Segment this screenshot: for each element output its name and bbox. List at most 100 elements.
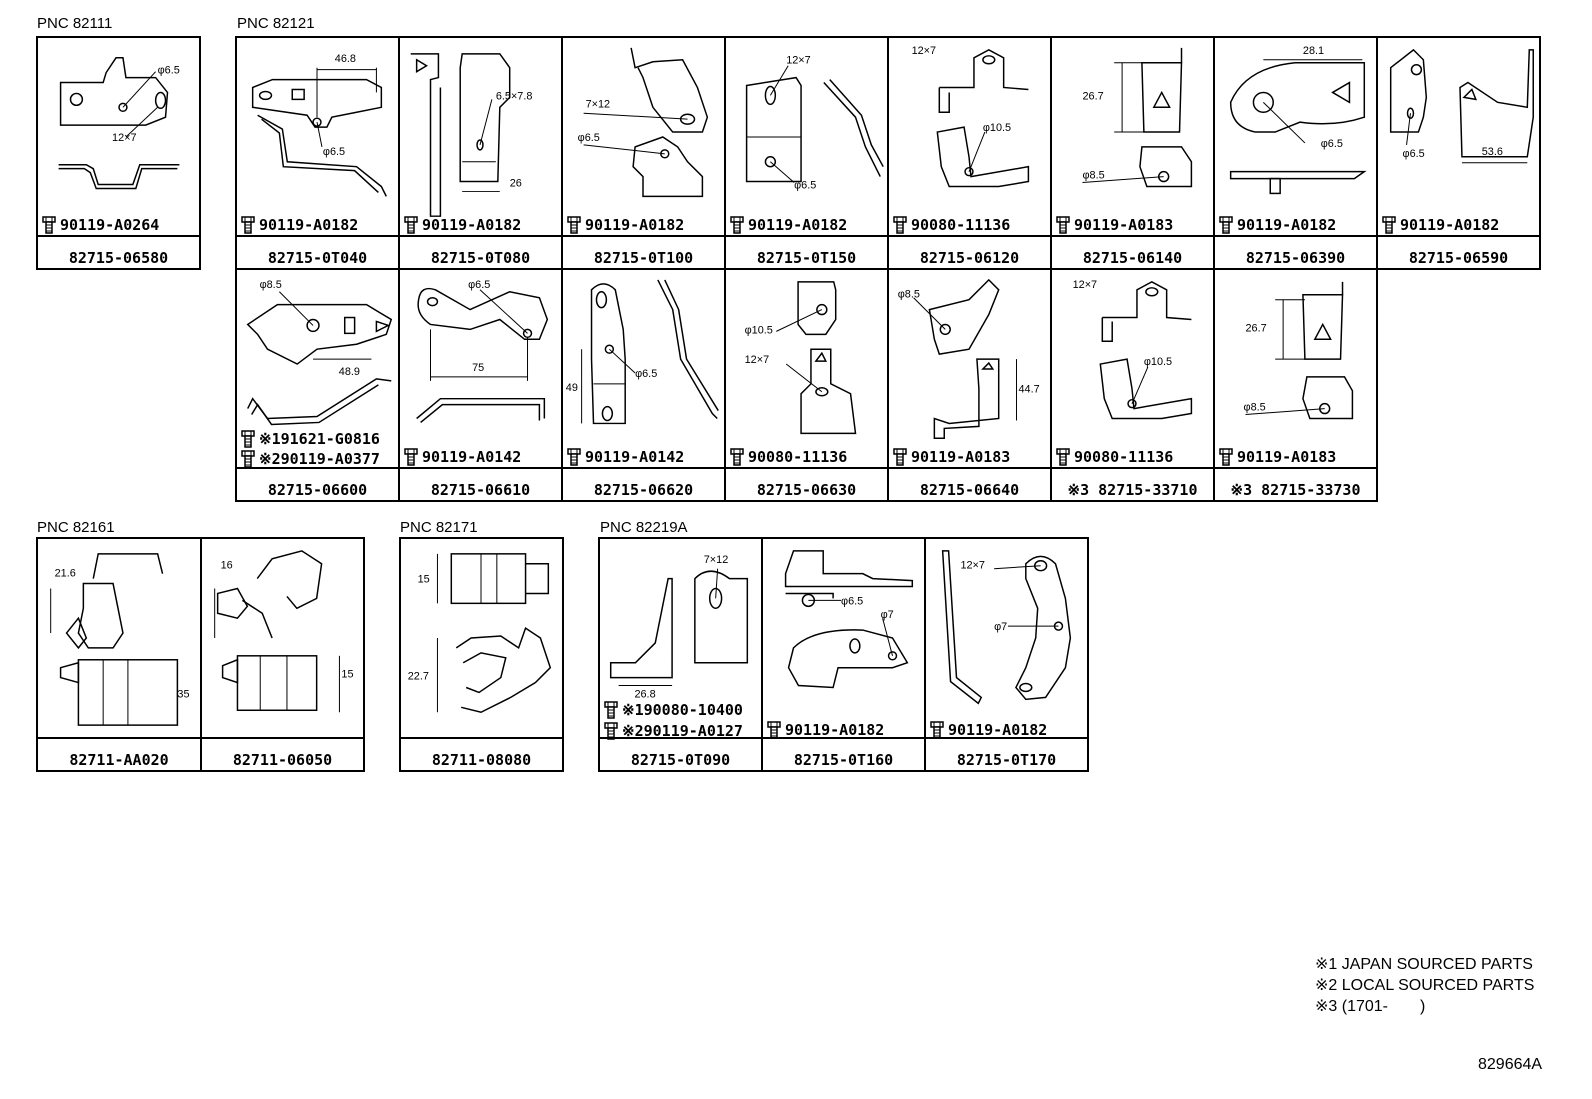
part-number[interactable]: 82715-06630 bbox=[756, 481, 857, 499]
part-number[interactable]: 82715-06580 bbox=[68, 249, 169, 267]
bolt-icon bbox=[404, 216, 418, 234]
part-cell-82715-06600[interactable]: φ8.5 48.9 ※191621-G0816 ※290119-A0377 82… bbox=[235, 268, 400, 502]
bolt-icon bbox=[241, 450, 255, 468]
part-drawing: φ6.5 12×7 bbox=[38, 38, 199, 235]
bolt-callout[interactable]: ※191621-G0816 bbox=[237, 430, 398, 448]
bolt-callout[interactable]: 90080-11136 bbox=[726, 448, 887, 466]
part-number[interactable]: 82715-06640 bbox=[919, 481, 1020, 499]
dim-label: 46.8 bbox=[335, 53, 356, 65]
part-number[interactable]: ※3 82715-33730 bbox=[1230, 481, 1361, 499]
part-number[interactable]: 82715-06120 bbox=[919, 249, 1020, 267]
part-drawing: 15 22.7 bbox=[401, 539, 562, 737]
bolt-callout[interactable]: 90119-A0182 bbox=[400, 216, 561, 234]
part-cell-82715-06590[interactable]: φ6.5 53.6 90119-A0182 82715-06590 bbox=[1376, 36, 1541, 270]
bolt-callout[interactable]: 90080-11136 bbox=[1052, 448, 1213, 466]
bolt-callout-alt[interactable]: ※290119-A0127 bbox=[600, 722, 761, 740]
dim-label: φ8.5 bbox=[898, 289, 920, 301]
part-number[interactable]: 82715-0T080 bbox=[430, 249, 531, 267]
part-cell-82715-0t080[interactable]: 6.5×7.8 26 90119-A0182 82715-0T080 bbox=[398, 36, 563, 270]
part-cell-82715-0t100[interactable]: 7×12 φ6.5 90119-A0182 82715-0T100 bbox=[561, 36, 726, 270]
part-cell-82715-06140[interactable]: 26.7 φ8.5 90119-A0183 82715-06140 bbox=[1050, 36, 1215, 270]
part-number[interactable]: 82711-08080 bbox=[431, 751, 532, 769]
part-cell-82715-06640[interactable]: φ8.5 44.7 90119-A0183 82715-06640 bbox=[887, 268, 1052, 502]
pnc-label-82111: PNC 82111 bbox=[37, 15, 113, 32]
part-cell-82715-06120[interactable]: 12×7 φ10.5 90080-11136 82715-06120 bbox=[887, 36, 1052, 270]
bolt-part-number: 90119-A0183 bbox=[1074, 216, 1174, 234]
part-drawing: φ10.5 12×7 bbox=[726, 270, 887, 467]
part-cell-82711-08080[interactable]: 15 22.7 82711-08080 bbox=[399, 537, 564, 772]
part-cell-82715-0t170[interactable]: 12×7 φ7 90119-A0182 82715-0T170 bbox=[924, 537, 1089, 772]
part-number[interactable]: 82715-06140 bbox=[1082, 249, 1183, 267]
part-cell-82715-06580[interactable]: φ6.5 12×7 90119-A0264 82715-06580 bbox=[36, 36, 201, 270]
part-number[interactable]: 82715-06600 bbox=[267, 481, 368, 499]
part-cell-82715-0t150[interactable]: 12×7 φ6.5 90119-A0182 82715-0T150 bbox=[724, 36, 889, 270]
part-number[interactable]: 82715-06390 bbox=[1245, 249, 1346, 267]
part-drawing: 46.8 φ6.5 bbox=[237, 38, 398, 235]
bolt-part-number: 90119-A0142 bbox=[422, 448, 522, 466]
bolt-callout[interactable]: 90119-A0182 bbox=[1378, 216, 1539, 234]
part-cell-82711-06050[interactable]: 16 15 82711-06050 bbox=[200, 537, 365, 772]
part-number[interactable]: 82715-06620 bbox=[593, 481, 694, 499]
bolt-callout[interactable]: 90119-A0183 bbox=[889, 448, 1050, 466]
part-number[interactable]: 82715-0T160 bbox=[793, 751, 894, 769]
bolt-callout[interactable]: 90119-A0182 bbox=[763, 721, 924, 739]
bolt-icon bbox=[567, 448, 581, 466]
bolt-icon bbox=[1219, 448, 1233, 466]
part-drawing: 7×12 φ6.5 bbox=[563, 38, 724, 235]
dim-label: 26 bbox=[510, 177, 522, 189]
dim-label: 53.6 bbox=[1482, 146, 1503, 158]
pnc-label-82121: PNC 82121 bbox=[237, 15, 315, 32]
part-number[interactable]: 82715-0T170 bbox=[956, 751, 1057, 769]
part-cell-82715-33710[interactable]: 12×7 φ10.5 90080-11136 ※3 82715-33710 bbox=[1050, 268, 1215, 502]
bolt-callout[interactable]: 90119-A0182 bbox=[726, 216, 887, 234]
dim-label: 12×7 bbox=[1073, 279, 1098, 291]
part-number[interactable]: 82715-0T150 bbox=[756, 249, 857, 267]
part-number[interactable]: 82715-0T040 bbox=[267, 249, 368, 267]
part-cell-82715-06610[interactable]: φ6.5 75 90119-A0142 82715-06610 bbox=[398, 268, 563, 502]
part-cell-82715-0t160[interactable]: φ6.5 φ7 90119-A0182 82715-0T160 bbox=[761, 537, 926, 772]
dim-label: 6.5×7.8 bbox=[496, 90, 533, 102]
part-drawing: φ6.5 75 bbox=[400, 270, 561, 467]
bolt-callout[interactable]: 90080-11136 bbox=[889, 216, 1050, 234]
bolt-callout[interactable]: 90119-A0182 bbox=[1215, 216, 1376, 234]
legend-item-date-range: ※3 (1701- ) bbox=[1315, 998, 1426, 1015]
bolt-callout[interactable]: ※190080-10400 bbox=[600, 701, 761, 719]
part-drawing: φ6.5 φ7 bbox=[763, 539, 924, 737]
bolt-callout[interactable]: 90119-A0182 bbox=[237, 216, 398, 234]
part-cell-82715-06630[interactable]: φ10.5 12×7 90080-11136 82715-06630 bbox=[724, 268, 889, 502]
bolt-icon bbox=[1056, 216, 1070, 234]
dim-label: 12×7 bbox=[745, 354, 770, 366]
part-number[interactable]: 82711-AA020 bbox=[69, 751, 169, 769]
part-number[interactable]: 82715-06610 bbox=[430, 481, 531, 499]
part-number[interactable]: 82711-06050 bbox=[232, 751, 333, 769]
bolt-icon bbox=[1219, 216, 1233, 234]
pnc-label-82161: PNC 82161 bbox=[37, 519, 115, 536]
bolt-icon bbox=[893, 448, 907, 466]
bolt-callout[interactable]: 90119-A0182 bbox=[563, 216, 724, 234]
part-number[interactable]: 82715-06590 bbox=[1408, 249, 1509, 267]
bolt-callout[interactable]: 90119-A0183 bbox=[1052, 216, 1213, 234]
bolt-callout[interactable]: 90119-A0264 bbox=[38, 216, 199, 234]
part-drawing: 7×12 26.8 bbox=[600, 539, 761, 737]
part-cell-82715-33730[interactable]: 26.7 φ8.5 90119-A0183 ※3 82715-33730 bbox=[1213, 268, 1378, 502]
bolt-part-number: 90119-A0182 bbox=[1237, 216, 1337, 234]
part-cell-82711-aa020[interactable]: 21.6 35 82711-AA020 bbox=[36, 537, 202, 772]
bolt-callout[interactable]: 90119-A0182 bbox=[926, 721, 1087, 739]
part-cell-82715-06390[interactable]: 28.1 φ6.5 90119-A0182 82715-06390 bbox=[1213, 36, 1378, 270]
dim-label: 26.8 bbox=[634, 688, 655, 700]
dim-label: 35 bbox=[177, 688, 189, 700]
part-cell-82715-06620[interactable]: 49 φ6.5 90119-A0142 82715-06620 bbox=[561, 268, 726, 502]
bolt-callout[interactable]: 90119-A0183 bbox=[1215, 448, 1376, 466]
part-drawing: 21.6 35 bbox=[38, 539, 200, 737]
bolt-part-number: 90119-A0182 bbox=[748, 216, 848, 234]
part-number[interactable]: 82715-0T090 bbox=[630, 751, 731, 769]
part-number[interactable]: 82715-0T100 bbox=[593, 249, 694, 267]
bolt-icon bbox=[241, 430, 255, 448]
pnc-label-82171: PNC 82171 bbox=[400, 519, 478, 536]
part-cell-82715-0t090[interactable]: 7×12 26.8 ※190080-10400 ※290119-A0127 82… bbox=[598, 537, 763, 772]
bolt-callout-alt[interactable]: ※290119-A0377 bbox=[237, 450, 398, 468]
part-cell-82715-0t040[interactable]: 46.8 φ6.5 90119-A0182 82715-0T040 bbox=[235, 36, 400, 270]
bolt-callout[interactable]: 90119-A0142 bbox=[563, 448, 724, 466]
bolt-callout[interactable]: 90119-A0142 bbox=[400, 448, 561, 466]
part-number[interactable]: ※3 82715-33710 bbox=[1067, 481, 1198, 499]
